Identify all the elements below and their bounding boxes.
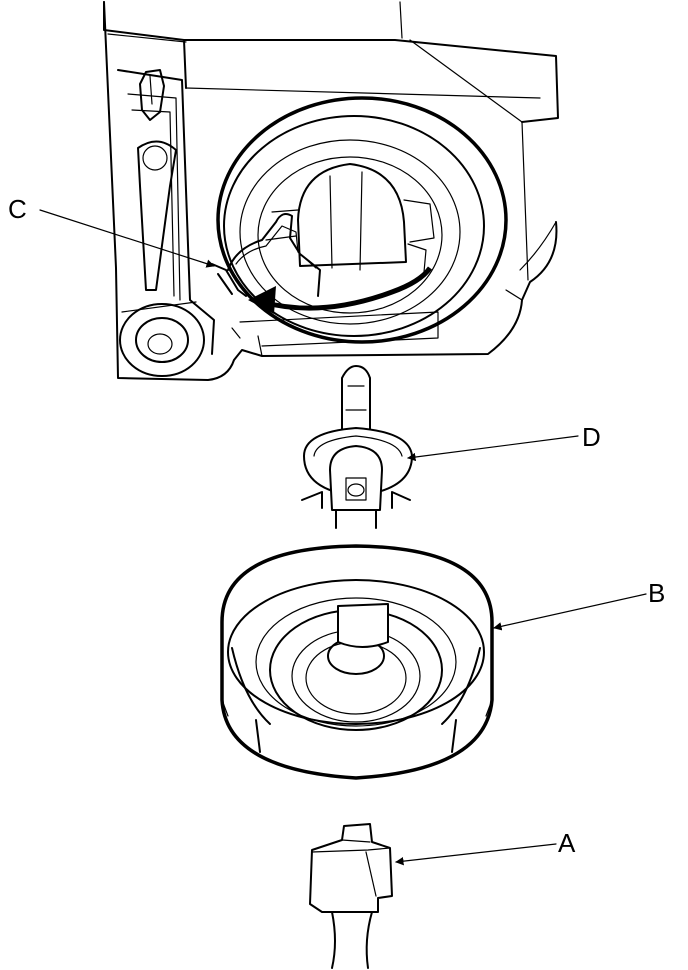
leader-b (493, 593, 647, 631)
halogen-bulb (301, 365, 413, 529)
bulb-connector (309, 823, 393, 969)
dust-cover (220, 544, 494, 780)
rotation-arrow (248, 266, 433, 314)
callout-label-a: A (558, 828, 576, 858)
leader-d (407, 435, 579, 462)
callout-leaders (39, 209, 647, 866)
callout-label-d: D (582, 422, 601, 452)
aiming-adjuster (117, 69, 215, 377)
bulb-socket-opening (211, 96, 508, 344)
leader-c (39, 209, 215, 268)
callout-label-b: B (648, 578, 665, 608)
headlight-housing (103, 1, 559, 381)
callout-label-c: C (8, 194, 27, 224)
leader-a (395, 843, 557, 866)
